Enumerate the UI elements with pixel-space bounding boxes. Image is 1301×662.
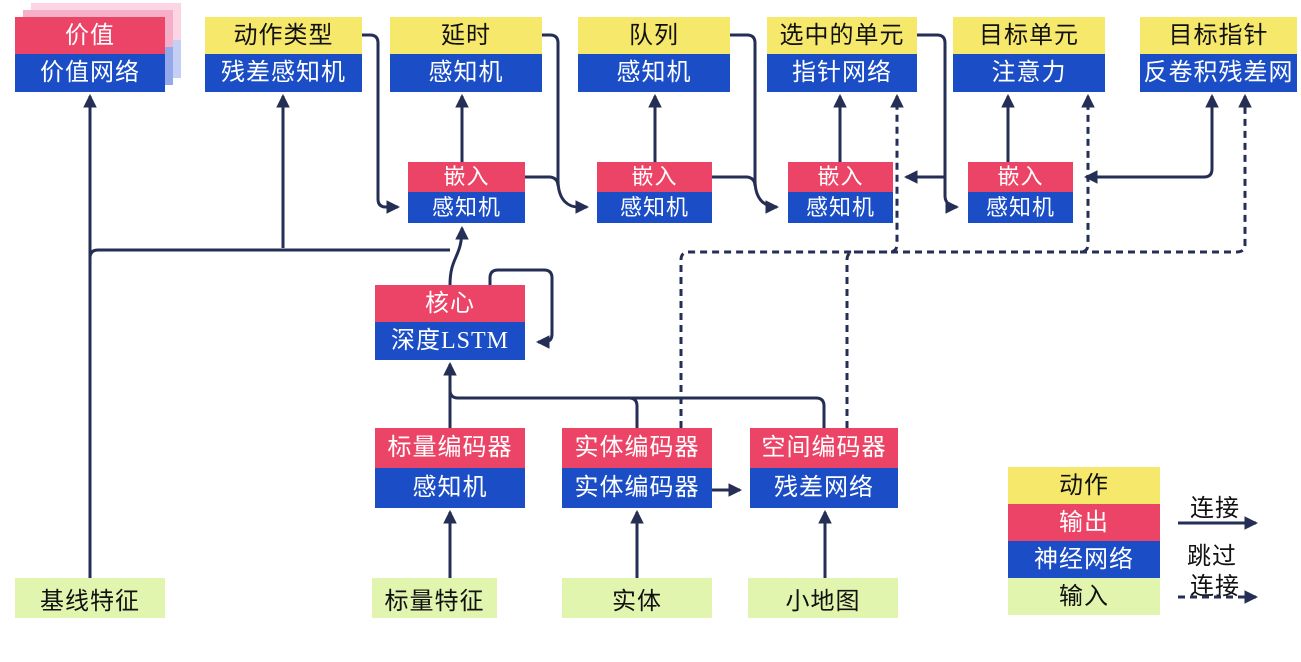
input-baseline-features: 基线特征 [15,578,165,618]
input-entities: 实体 [562,578,712,618]
node-core: 核心 深度LSTM [375,285,525,360]
node-spatial-encoder: 空间编码器 残差网络 [750,428,898,508]
node-embed-3: 嵌入 感知机 [788,162,893,223]
entity-encoder-title: 实体编码器 [562,428,712,468]
core-title: 核心 [375,285,525,322]
node-scalar-encoder: 标量编码器 感知机 [375,428,525,508]
embed-4-title: 嵌入 [968,162,1073,192]
action-type-title: 动作类型 [205,17,362,54]
selected-units-title: 选中的单元 [767,17,917,54]
connector-entity-merge [628,396,639,428]
legend-skip-label-2: 连接 [1190,574,1240,600]
queue-network-label: 感知机 [578,54,730,92]
embed-1-title: 嵌入 [408,162,525,192]
legend-skip-label-1: 跳过 [1187,544,1237,570]
connector-delay-down [542,33,560,182]
node-embed-1: 嵌入 感知机 [408,162,525,223]
node-embed-2: 嵌入 感知机 [597,162,712,223]
target-unit-network-label: 注意力 [953,54,1105,92]
connector-queue-down [730,33,757,182]
connector-embed2-out [712,175,757,187]
selected-units-network-label: 指针网络 [767,54,917,92]
entity-encoder-network-label: 实体编码器 [562,468,712,508]
legend-output: 输出 [1008,504,1160,541]
connector-into-embed3 [753,179,780,214]
spatial-encoder-network-label: 残差网络 [750,468,898,508]
legend-swatches: 动作 输出 神经网络 输入 [1008,467,1160,615]
node-embed-4: 嵌入 感知机 [968,162,1073,223]
input-scalar-features: 标量特征 [372,578,497,618]
spatial-encoder-title: 空间编码器 [750,428,898,468]
skip-to-deconv-resnet [1080,93,1252,254]
connector-core-output-left [88,248,450,259]
input-minimap: 小地图 [748,578,898,618]
value-title: 价值 [15,17,165,54]
node-selected-units: 选中的单元 指针网络 [767,17,917,92]
connector-embed1-out [525,175,560,187]
embed-2-title: 嵌入 [597,162,712,192]
node-action-type: 动作类型 残差感知机 [205,17,362,92]
node-entity-encoder: 实体编码器 实体编码器 [562,428,712,508]
node-target-pointer: 目标指针 反卷积残差网 [1140,17,1297,92]
embed-3-network-label: 感知机 [788,192,893,223]
value-network-label: 价值网络 [15,54,165,92]
scalar-encoder-network-label: 感知机 [375,468,525,508]
embed-2-network-label: 感知机 [597,192,712,223]
target-pointer-network-label: 反卷积残差网 [1140,54,1297,92]
legend-input: 输入 [1008,578,1160,615]
action-type-network-label: 残差感知机 [205,54,362,92]
target-pointer-title: 目标指针 [1140,17,1297,54]
target-unit-title: 目标单元 [953,17,1105,54]
connector-spatial-merge [448,386,826,428]
legend-action: 动作 [1008,467,1160,504]
legend-network: 神经网络 [1008,541,1160,578]
embed-4-network-label: 感知机 [968,192,1073,223]
node-queue: 队列 感知机 [578,17,730,92]
node-delay: 延时 感知机 [390,17,542,92]
core-network-label: 深度LSTM [375,322,525,360]
connector-core-to-embed1 [448,225,469,286]
connector-into-embed2 [556,179,590,214]
scalar-encoder-title: 标量编码器 [375,428,525,468]
node-target-unit: 目标单元 注意力 [953,17,1105,92]
node-value: 价值 价值网络 [15,3,181,92]
delay-network-label: 感知机 [390,54,542,92]
skip-entity-to-pointer-network [679,93,904,428]
connector-selected-units-to-embed4 [917,33,960,214]
legend-connection-label: 连接 [1190,496,1240,522]
skip-spatial-merge [845,250,856,428]
embed-3-title: 嵌入 [788,162,893,192]
queue-title: 队列 [578,17,730,54]
embed-1-network-label: 感知机 [408,192,525,223]
delay-title: 延时 [390,17,542,54]
connector-embed4-to-target-pointer [1150,93,1219,179]
